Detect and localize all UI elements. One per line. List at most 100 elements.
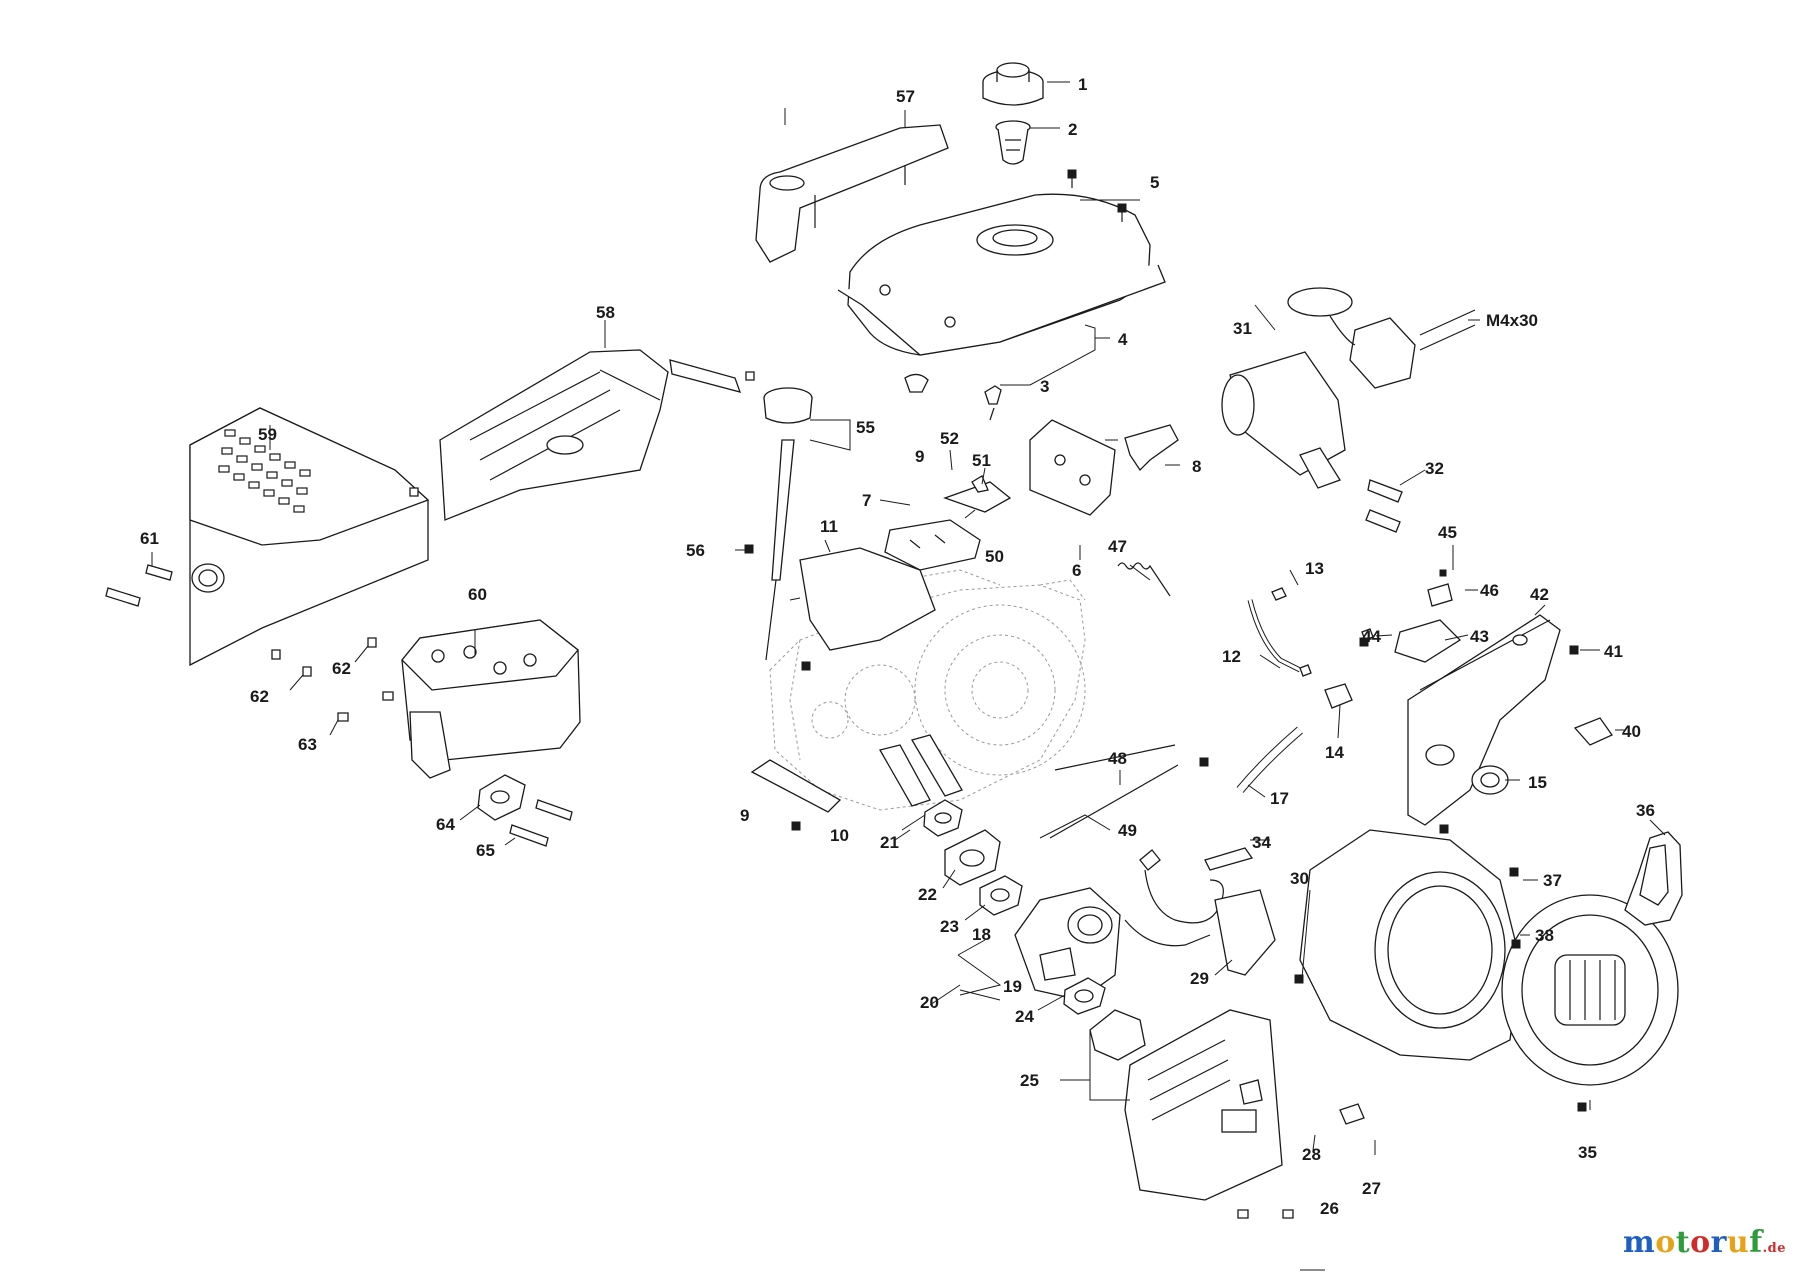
spring-part [1117,562,1171,597]
gasket-64-part [477,774,526,821]
callout-46: 46 [1480,581,1499,600]
fuel-line-17-part [1236,726,1303,793]
m4x30-screws-part [1419,309,1476,351]
cover-11-part [799,547,936,651]
callout-20: 20 [920,993,939,1012]
gasket-23-part [979,875,1023,916]
callout-43: 43 [1470,627,1489,646]
callout-19: 19 [1003,977,1022,996]
callout-24: 24 [1015,1007,1034,1026]
callout-57: 57 [896,87,915,106]
watermark-letter: f [1749,1225,1763,1260]
callout-2: 2 [1068,120,1077,139]
callout-62-upper: 62 [332,659,351,678]
carburetor-part [1014,887,1121,1001]
callout-38: 38 [1535,926,1554,945]
plug-15-part [1471,765,1509,795]
watermark-letter: o [1655,1225,1676,1260]
callout-6: 6 [1072,561,1081,580]
lever-8-part [1124,424,1179,472]
callout-22: 22 [918,885,937,904]
bracket-9-part [750,759,842,813]
callout-44: 44 [1362,627,1381,646]
callout-4: 4 [1118,330,1128,349]
studs-10-part [879,734,963,807]
watermark-suffix: .de [1762,1241,1786,1256]
recoil-starter-part [1501,894,1679,1086]
air-cleaner-part [1089,1009,1283,1201]
leader-lines [151,81,1666,1271]
fan-plate-part [1407,614,1561,826]
callout-30: 30 [1290,869,1309,888]
callout-10: 10 [830,826,849,845]
link-plate-part [669,359,742,393]
callout-31: 31 [1233,319,1252,338]
callout-50: 50 [985,547,1004,566]
fuel-strainer-part [995,120,1031,165]
callout-45: 45 [1438,523,1457,542]
callout-12: 12 [1222,647,1241,666]
callout-37: 37 [1543,871,1562,890]
callout-9-bottom: 9 [740,806,749,825]
callout-9-top: 9 [915,447,924,466]
throttle-plate-part [943,475,1012,513]
callout-32: 32 [1425,459,1444,478]
callout-14: 14 [1325,743,1344,762]
shroud-part [439,349,669,521]
heat-shield-part [189,407,430,667]
gasket-24-part [1063,977,1106,1015]
watermark-letter: o [1690,1225,1711,1260]
callout-7: 7 [862,491,871,510]
blower-housing-part [1299,829,1521,1061]
watermark-letter: m [1622,1225,1656,1260]
callout-47: 47 [1108,537,1127,556]
callout-55: 55 [856,418,875,437]
fuel-tank-part [837,193,1166,356]
callout-65: 65 [476,841,495,860]
callout-1: 1 [1078,75,1087,94]
starter-bolt-32-part [1365,479,1403,533]
callout-17: 17 [1270,789,1289,808]
callout-13: 13 [1305,559,1324,578]
callout-18: 18 [972,925,991,944]
callout-21: 21 [880,833,899,852]
starter-motor-part [1221,287,1416,489]
callout-59: 59 [258,425,277,444]
muffler-part [401,619,581,779]
callout-11: 11 [820,517,838,536]
watermark-letter: t [1675,1225,1691,1260]
hardware-small [791,637,1587,1219]
callout-51: 51 [972,451,991,470]
callout-m4x30: M4x30 [1486,311,1538,330]
callout-63: 63 [298,735,317,754]
callout-labels: 1 2 3 4 5 6 7 8 9 9 10 11 12 13 14 15 17… [140,75,1655,1218]
callout-64: 64 [436,815,455,834]
motoruf-watermark: motoruf.de [1623,1225,1786,1260]
watermark-letter: u [1726,1225,1750,1260]
rods-48-49-part [1049,744,1179,839]
callout-28: 28 [1302,1145,1321,1164]
gasket-21-part [923,799,963,837]
watermark-letter: r [1710,1225,1727,1260]
callout-56: 56 [686,541,705,560]
watermark-letters: motoruf [1623,1225,1763,1260]
callout-41: 41 [1604,642,1623,661]
governor-bracket-part [884,519,981,571]
fuel-cap-part [982,62,1044,106]
callout-36: 36 [1636,801,1655,820]
callout-58: 58 [596,303,615,322]
insulator-22-part [944,829,1001,886]
callout-49: 49 [1118,821,1137,840]
callout-27: 27 [1362,1179,1381,1198]
callout-42: 42 [1530,585,1549,604]
heat-shield-bolts [105,371,755,722]
knob-40-part [1573,717,1613,746]
callout-5: 5 [1150,173,1159,192]
recoil-handle-part [1624,831,1683,926]
wiring-part [1124,847,1276,976]
control-bracket-part [1029,419,1116,516]
callout-3: 3 [1040,377,1049,396]
callout-62-lower: 62 [250,687,269,706]
callout-60: 60 [468,585,487,604]
studs-65-part [509,799,573,847]
